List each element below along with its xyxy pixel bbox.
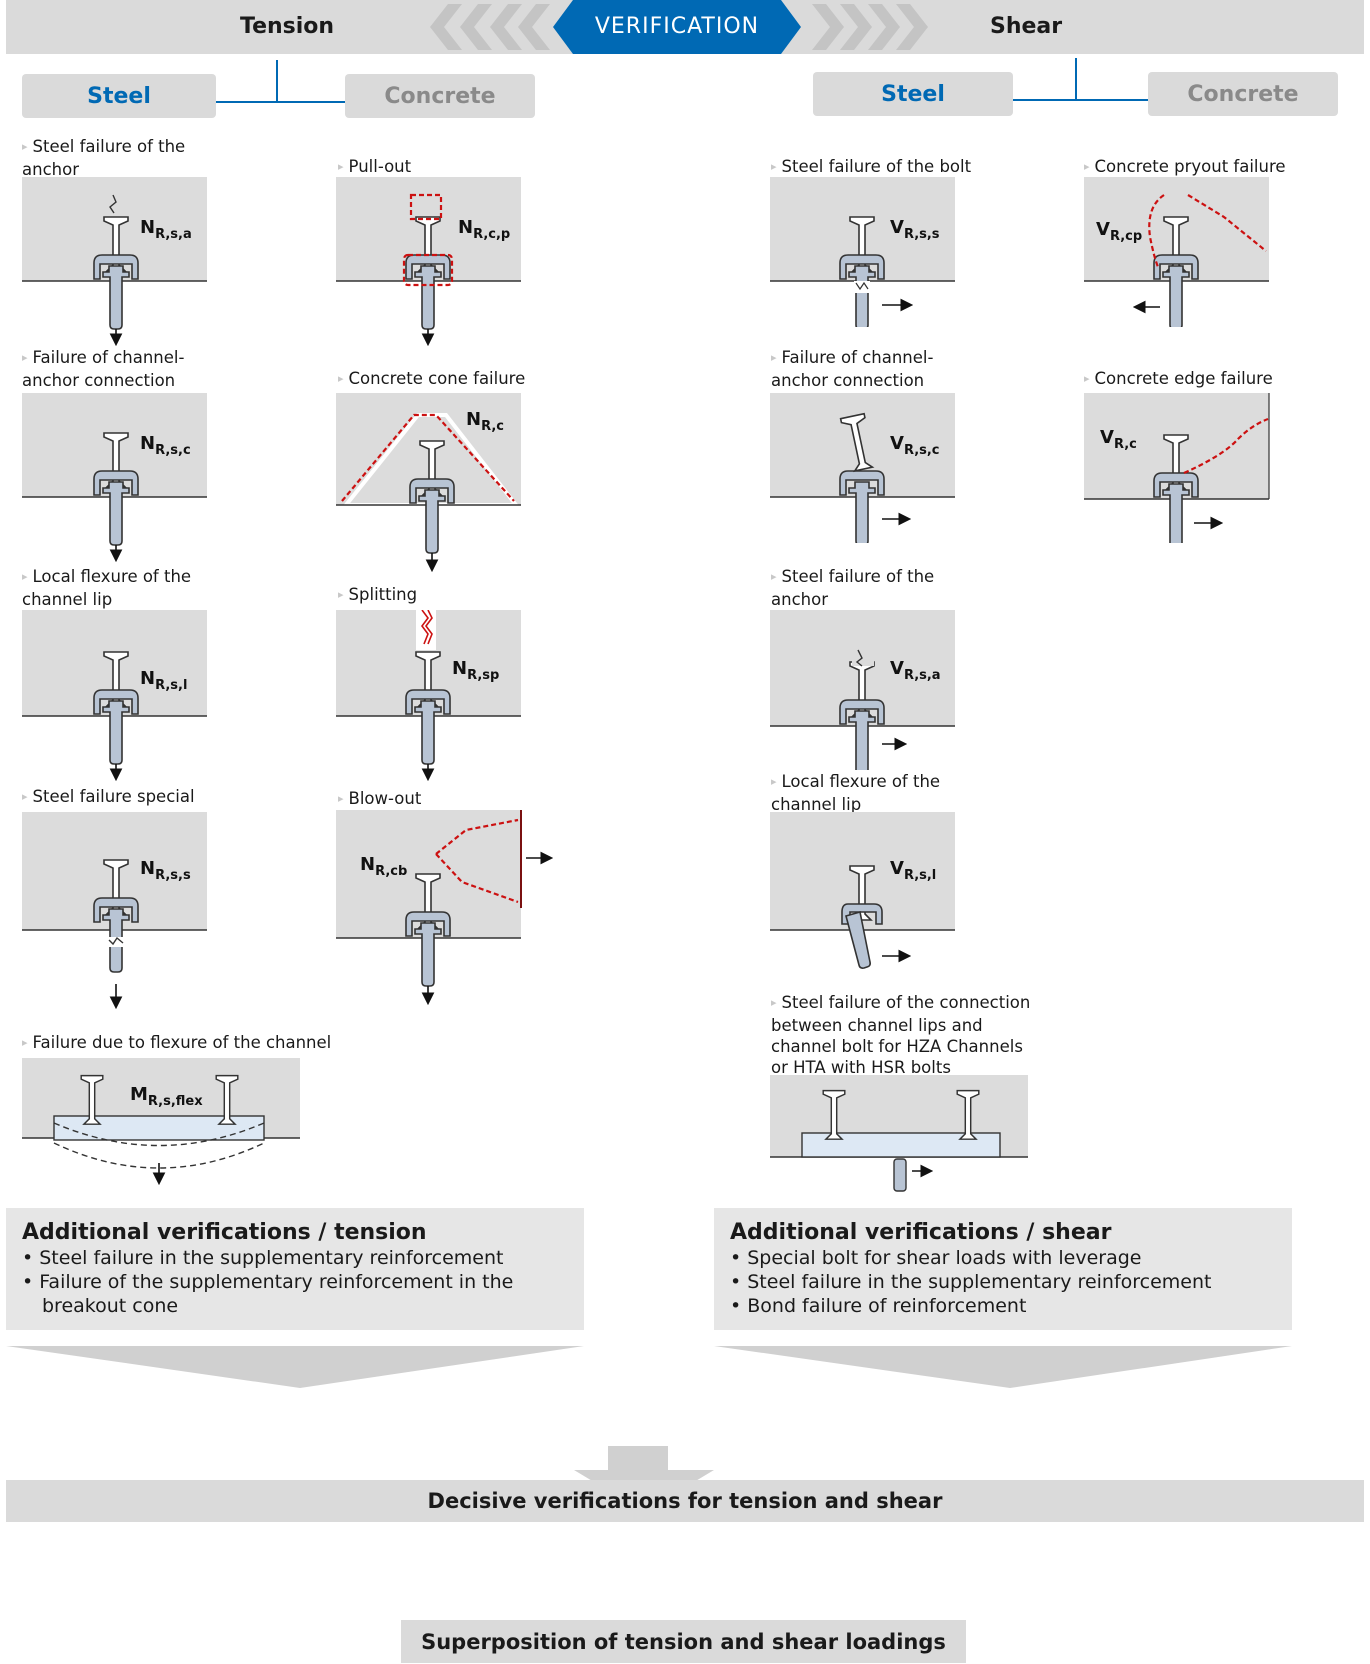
caption-shear-channel-anchor: Failure of channel-anchor connection xyxy=(771,347,971,391)
diagram-shear-steel-anchor: VR,s,a xyxy=(770,610,955,770)
caption-steel-failure-bolt: Steel failure of the bolt xyxy=(771,156,991,179)
caption-splitting: Splitting xyxy=(338,584,518,607)
caption-steel-failure-anchor: Steel failure of the anchor xyxy=(22,136,202,180)
symbol-N: NR,sp xyxy=(452,658,499,683)
additional-tension-item: • Failure of the supplementary reinforce… xyxy=(22,1271,514,1293)
tension-steel-pill: Steel xyxy=(22,74,216,118)
diagram-pull-out: NR,c,p xyxy=(336,177,521,347)
caption-channel-anchor-connection: Failure of channel-anchor connection xyxy=(22,347,202,391)
additional-shear-item: • Steel failure in the supplementary rei… xyxy=(730,1271,1212,1293)
diagram-channel-anchor-connection: NR,s,c xyxy=(22,393,207,563)
chevron-arrows xyxy=(430,4,928,50)
diagram-channel-flexure: MR,s,flex xyxy=(22,1058,300,1186)
symbol-N: NR,c xyxy=(466,409,504,434)
caption-local-flexure-lip: Local flexure of the channel lip xyxy=(22,566,202,610)
additional-shear-item: • Special bolt for shear loads with leve… xyxy=(730,1247,1142,1269)
symbol-M: MR,s,flex xyxy=(130,1084,203,1109)
symbol-V: VR,s,c xyxy=(890,433,940,458)
diagram-splitting: NR,sp xyxy=(336,610,521,782)
tension-concrete-pill: Concrete xyxy=(345,74,535,118)
diagram-steel-failure-bolt: VR,s,s xyxy=(770,177,955,327)
symbol-N: NR,c,p xyxy=(458,217,510,242)
additional-tension-item: breakout cone xyxy=(42,1295,179,1317)
additional-tension-title: Additional verifications / tension xyxy=(22,1220,427,1245)
caption-channel-flexure: Failure due to flexure of the channel xyxy=(22,1032,342,1055)
symbol-N: NR,s,a xyxy=(140,217,192,242)
symbol-V: VR,s,l xyxy=(890,858,936,883)
superposition-box: Superposition of tension and shear loadi… xyxy=(401,1620,966,1663)
additional-shear-title: Additional verifications / shear xyxy=(730,1220,1112,1245)
decisive-verifications-box: Decisive verifications for tension and s… xyxy=(6,1480,1364,1522)
symbol-V: VR,c xyxy=(1100,427,1137,452)
diagram-shear-local-flexure: VR,s,l xyxy=(770,812,955,969)
caption-pryout: Concrete pryout failure xyxy=(1084,156,1304,179)
caption-lip-bolt-connection: Steel failure of the connection between … xyxy=(771,992,1041,1078)
symbol-V: VR,s,a xyxy=(890,658,941,683)
diagram-lip-bolt-connection xyxy=(770,1075,1028,1192)
symbol-N: NR,cb xyxy=(360,854,407,879)
caption-blow-out: Blow-out xyxy=(338,788,518,811)
diagram-pryout: VR,cp xyxy=(1084,177,1269,327)
shear-steel-pill: Steel xyxy=(813,72,1013,116)
shear-concrete-pill: Concrete xyxy=(1148,72,1338,116)
additional-tension-panel xyxy=(6,1208,584,1330)
caption-concrete-cone: Concrete cone failure xyxy=(338,368,538,391)
additional-shear-panel xyxy=(714,1208,1292,1330)
symbol-N: NR,s,s xyxy=(140,858,191,883)
symbol-N: NR,s,c xyxy=(140,433,191,458)
category-connectors xyxy=(212,58,1148,103)
symbol-V: VR,s,s xyxy=(890,217,940,242)
diagram-steel-failure-anchor: NR,s,a xyxy=(22,177,207,347)
diagram-edge-failure: VR,c xyxy=(1084,393,1270,543)
caption-pull-out: Pull-out xyxy=(338,156,518,179)
symbol-N: NR,s,l xyxy=(140,668,187,693)
caption-shear-local-flexure: Local flexure of the channel lip xyxy=(771,771,971,815)
diagram-blow-out: NR,cb xyxy=(336,810,554,1006)
caption-edge-failure: Concrete edge failure xyxy=(1084,368,1304,391)
shear-heading: Shear xyxy=(990,14,1063,39)
symbol-V: VR,cp xyxy=(1096,219,1142,244)
additional-tension-item: • Steel failure in the supplementary rei… xyxy=(22,1247,504,1269)
tension-heading: Tension xyxy=(240,14,335,39)
diagram-shear-channel-anchor: VR,s,c xyxy=(770,393,955,543)
diagram-concrete-cone: NR,c xyxy=(336,393,521,573)
diagram-local-flexure-lip: NR,s,l xyxy=(22,610,207,782)
flow-arrows xyxy=(6,1346,1292,1512)
diagram-special-bolt: NR,s,s xyxy=(22,812,207,1010)
additional-shear-item: • Bond failure of reinforcement xyxy=(730,1295,1027,1317)
verification-banner: VERIFICATION xyxy=(553,0,801,54)
caption-shear-steel-anchor: Steel failure of the anchor xyxy=(771,566,951,610)
